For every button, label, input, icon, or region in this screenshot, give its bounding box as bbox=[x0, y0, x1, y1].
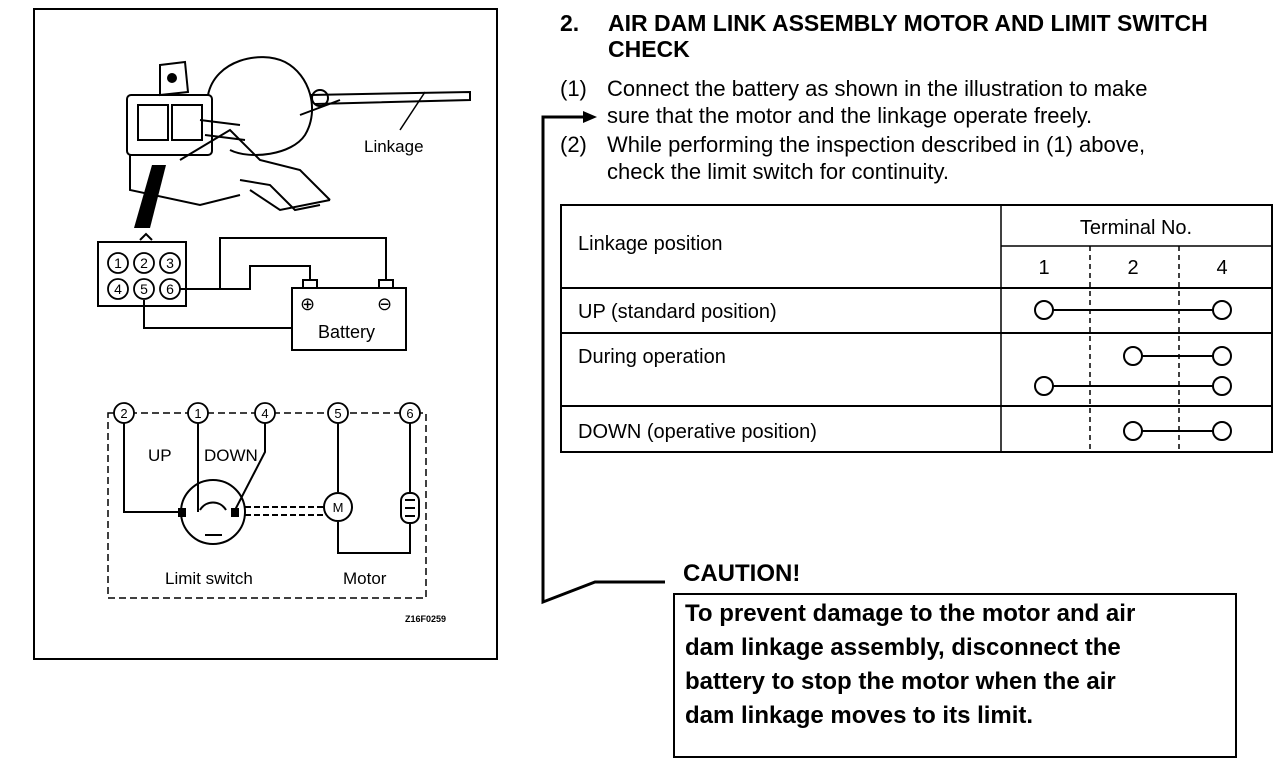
caution-line: dam linkage assembly, disconnect the bbox=[685, 634, 1121, 661]
battery-minus: ⊖ bbox=[377, 294, 392, 315]
continuity-terminal bbox=[1123, 346, 1143, 366]
connector: 1 2 3 4 5 6 bbox=[97, 232, 187, 307]
continuity-table: Linkage position Terminal No. 1 2 4 UP (… bbox=[560, 204, 1273, 453]
row-header: Linkage position bbox=[578, 233, 723, 255]
schematic-node: 6 bbox=[406, 406, 413, 421]
connector-pin: 5 bbox=[140, 281, 148, 297]
continuity-terminal bbox=[1212, 346, 1232, 366]
caution-line: dam linkage moves to its limit. bbox=[685, 702, 1034, 729]
terminal-header: 2 bbox=[1127, 257, 1138, 279]
connector-pin: 6 bbox=[166, 281, 174, 297]
battery-wires bbox=[143, 237, 387, 329]
row-label: DOWN (operative position) bbox=[578, 421, 817, 443]
figure-code: Z16F0259 bbox=[405, 614, 446, 624]
connector-pin: 3 bbox=[166, 255, 174, 271]
row-label: During operation bbox=[578, 346, 726, 368]
down-label: DOWN bbox=[204, 446, 258, 465]
step-text-line: sure that the motor and the linkage oper… bbox=[607, 103, 1093, 128]
linkage-label: Linkage bbox=[364, 137, 424, 156]
terminal-header: 1 bbox=[1038, 257, 1049, 279]
continuity-terminal bbox=[1034, 300, 1054, 320]
schematic-node: 1 bbox=[194, 406, 201, 421]
continuity-terminal bbox=[1212, 421, 1232, 441]
step-text-line: check the limit switch for continuity. bbox=[607, 159, 949, 184]
row-label: UP (standard position) bbox=[578, 301, 777, 323]
section-title: AIR DAM LINK ASSEMBLY MOTOR AND LIMIT SW… bbox=[608, 10, 1208, 62]
motor-assembly-drawing bbox=[126, 56, 471, 212]
wire-harness bbox=[134, 165, 166, 228]
step-2: (2) While performing the inspection desc… bbox=[560, 131, 1275, 185]
continuity-terminal bbox=[1123, 421, 1143, 441]
battery-label: Battery bbox=[318, 322, 375, 342]
caution-line: battery to stop the motor when the air bbox=[685, 668, 1116, 695]
motor-wiring-illustration: Linkage 1 2 3 4 5 6 ⊕ ⊖ Battery bbox=[97, 56, 471, 624]
continuity-terminal bbox=[1034, 376, 1054, 396]
schematic-node: 5 bbox=[334, 406, 341, 421]
connector-pin: 1 bbox=[114, 255, 122, 271]
terminal-header: 4 bbox=[1216, 257, 1227, 279]
continuity-terminal bbox=[1212, 300, 1232, 320]
schematic-node: 4 bbox=[261, 406, 268, 421]
battery: ⊕ ⊖ Battery bbox=[291, 279, 407, 351]
group-header: Terminal No. bbox=[1080, 217, 1192, 239]
illustration-panel bbox=[33, 8, 498, 660]
schematic-node: 2 bbox=[120, 406, 127, 421]
limit-switch-label: Limit switch bbox=[165, 569, 253, 588]
section-number: 2. bbox=[560, 10, 580, 36]
motor-label: Motor bbox=[343, 569, 387, 588]
step-text-line: Connect the battery as shown in the illu… bbox=[607, 76, 1148, 101]
schematic: 2 1 4 5 6 M UP DOWN Limit switch Motor Z… bbox=[107, 402, 446, 624]
step-text-line: While performing the inspection describe… bbox=[607, 132, 1146, 157]
motor-symbol: M bbox=[333, 500, 344, 515]
battery-plus: ⊕ bbox=[300, 294, 315, 315]
caution-text: To prevent damage to the motor and air d… bbox=[685, 597, 1225, 733]
caution-line: To prevent damage to the motor and air bbox=[685, 600, 1136, 627]
pointer-line bbox=[541, 111, 665, 605]
caution-title: CAUTION! bbox=[683, 560, 801, 587]
connector-pin: 4 bbox=[114, 281, 122, 297]
up-label: UP bbox=[148, 446, 172, 465]
connector-pin: 2 bbox=[140, 255, 148, 271]
step-1: (1) Connect the battery as shown in the … bbox=[560, 75, 1275, 129]
step-number: (2) bbox=[560, 132, 587, 157]
step-number: (1) bbox=[560, 76, 587, 101]
continuity-marks bbox=[1034, 300, 1232, 441]
arrow-icon bbox=[583, 111, 597, 123]
caution-box: To prevent damage to the motor and air d… bbox=[673, 593, 1237, 758]
continuity-terminal bbox=[1212, 376, 1232, 396]
